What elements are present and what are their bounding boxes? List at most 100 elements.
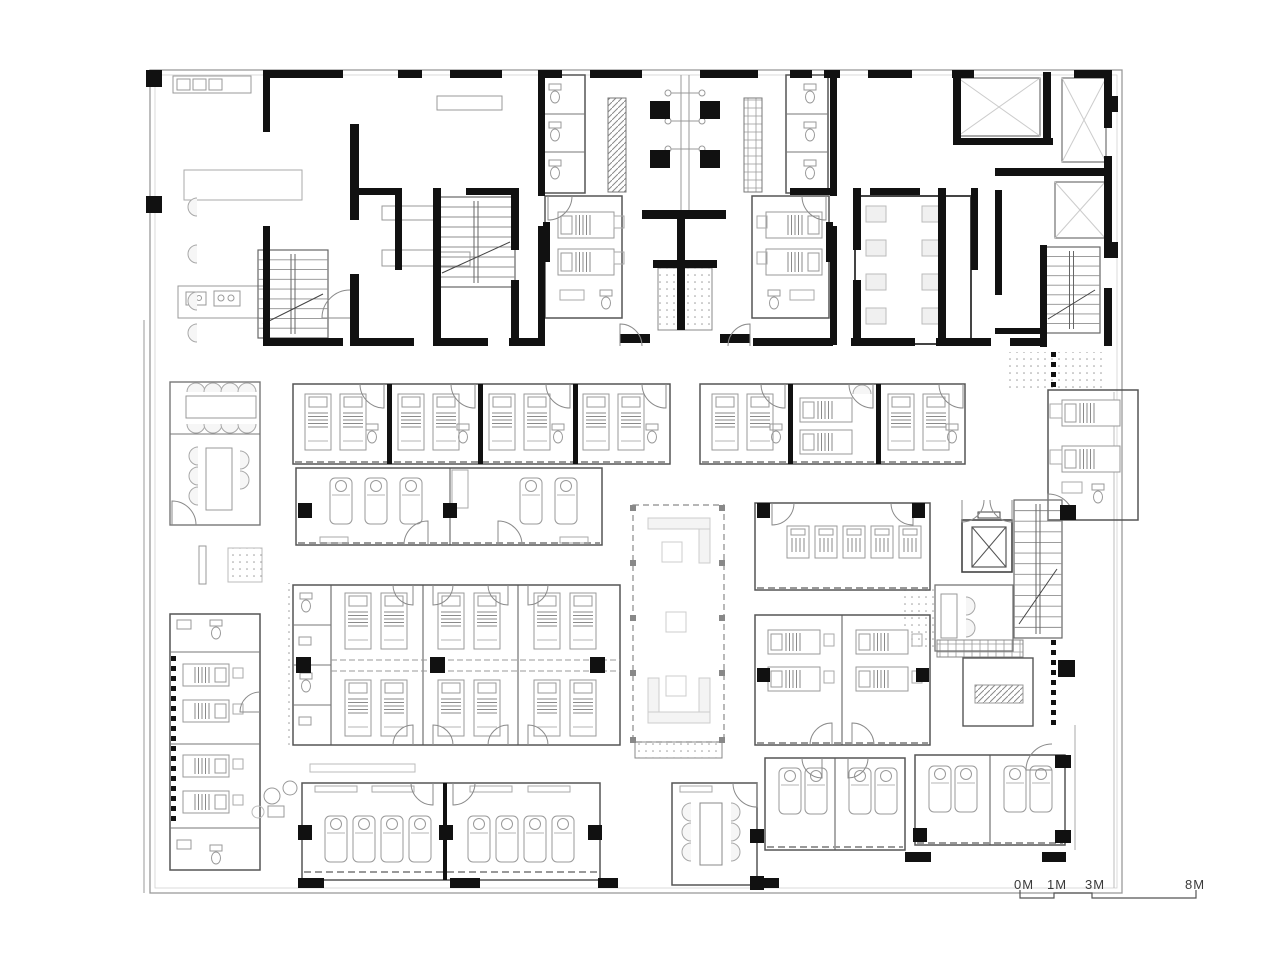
wall-segment: [720, 334, 750, 343]
rect-shape: [298, 716, 312, 726]
tbed-frame: [364, 477, 388, 525]
wall-segment: [1055, 755, 1071, 768]
wall-line: [1054, 181, 1106, 239]
toilet-icon: [769, 423, 783, 444]
stair-outline: [1013, 499, 1063, 639]
wall-segment: [573, 384, 578, 464]
rect-shape: [192, 78, 207, 91]
bed-pillow: [770, 670, 783, 688]
toilet-tank: [299, 592, 313, 600]
toilet-icon: [209, 844, 223, 865]
dashed-column-strip: [171, 806, 176, 811]
chair-icon: [965, 618, 976, 638]
rect-shape: [665, 675, 687, 697]
toilet-bowl: [301, 599, 311, 613]
bed-icon: [765, 211, 823, 239]
tbed-frame: [523, 815, 547, 863]
treatment-bed-icon: [329, 477, 353, 525]
wall-segment: [542, 70, 562, 78]
rect-shape: [647, 517, 711, 530]
staircase-icon: [436, 196, 516, 288]
chair-icon: [681, 802, 692, 822]
tbed-frame: [954, 765, 978, 813]
wall-segment: [757, 668, 770, 682]
bed-icon: [304, 393, 332, 451]
rect-shape: [198, 545, 207, 585]
treatment-bed-icon: [954, 765, 978, 813]
dashed-column-strip: [171, 696, 176, 701]
toilet-icon: [299, 672, 313, 693]
wall-segment: [936, 338, 991, 346]
wall-segment: [511, 280, 519, 345]
bed-pillow: [441, 595, 461, 607]
bed-icon: [855, 666, 909, 692]
rect-shape: [756, 215, 768, 229]
rect-shape: [719, 737, 725, 743]
rect-shape: [169, 381, 261, 526]
toilet-tank: [209, 844, 223, 852]
tbed-headrest: [335, 480, 347, 492]
toilet-bowl: [553, 430, 563, 444]
bed-icon: [437, 592, 465, 650]
rect-shape: [283, 583, 293, 745]
rect-shape: [185, 395, 257, 419]
toilet-bowl: [1093, 490, 1103, 504]
door-swing: [452, 782, 476, 806]
toilet-bowl: [947, 430, 957, 444]
wall-segment: [995, 328, 1047, 334]
rect-shape: [319, 536, 349, 544]
dashed-column-strip: [171, 706, 176, 711]
tbed-headrest: [934, 768, 946, 780]
wall-segment: [433, 188, 441, 345]
bed-icon: [617, 393, 645, 451]
scale-label-0M: 0M: [1014, 877, 1034, 892]
rect-shape: [176, 839, 192, 850]
rect-shape: [1049, 403, 1063, 419]
toilet-bowl: [550, 128, 560, 142]
bed-icon: [799, 397, 853, 423]
stair-direction-arrow: [1047, 289, 1096, 320]
wall-segment: [753, 878, 779, 888]
door-swing: [410, 782, 434, 806]
tbed-frame: [778, 767, 802, 815]
recliner-chair-icon: [814, 525, 838, 559]
toilet-bowl: [805, 90, 815, 104]
wall-segment: [953, 138, 1053, 145]
wall-segment: [912, 503, 925, 518]
toilet-tank: [803, 159, 817, 167]
wall-segment: [870, 188, 920, 195]
rect-shape: [232, 703, 244, 715]
rect-shape: [436, 95, 503, 111]
scale-label-1M: 1M: [1047, 877, 1067, 892]
treatment-bed-icon: [380, 815, 404, 863]
rect-shape: [865, 239, 887, 257]
tbed-headrest: [405, 480, 417, 492]
chair-frame: [870, 525, 894, 559]
wall-segment: [1058, 660, 1075, 677]
rect-shape: [1061, 481, 1083, 494]
wall-segment: [146, 70, 162, 87]
door-swing: [938, 383, 964, 409]
wall-segment: [450, 70, 502, 78]
rect-shape: [183, 169, 303, 201]
toilet-icon: [645, 423, 659, 444]
bed-pillow: [477, 682, 497, 694]
chair-icon: [730, 822, 741, 842]
tbed-headrest: [501, 818, 513, 830]
wall-segment: [700, 70, 758, 78]
scale-label-8M: 8M: [1185, 877, 1205, 892]
wall-segment: [753, 338, 833, 346]
toilet-tank: [945, 423, 959, 431]
toilet-icon: [1091, 483, 1105, 504]
bed-icon: [380, 679, 408, 737]
toilet-icon: [803, 83, 817, 104]
wall-segment: [1010, 338, 1046, 346]
dashed-column-strip: [1051, 362, 1056, 367]
toilet-tank: [365, 423, 379, 431]
rect-shape: [719, 670, 725, 676]
bed-icon: [855, 629, 909, 655]
dashed-column-strip: [1051, 710, 1056, 715]
bed-pillow: [441, 682, 461, 694]
chair-icon: [239, 450, 250, 470]
tbed-frame: [329, 477, 353, 525]
